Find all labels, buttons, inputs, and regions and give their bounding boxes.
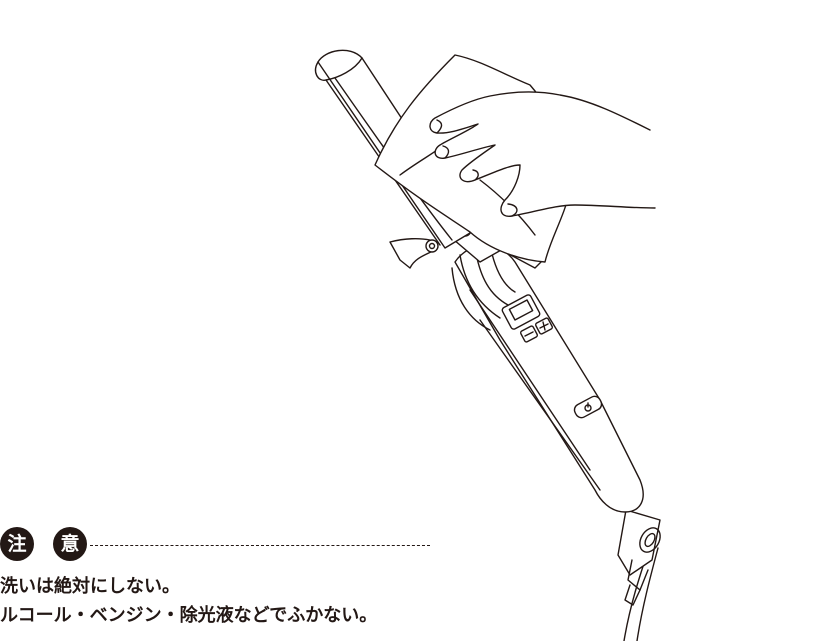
caution-badge-1: 注 — [0, 527, 34, 561]
caution-badge-2: 意 — [53, 527, 87, 561]
hand — [429, 91, 656, 217]
display-panel — [501, 294, 541, 330]
caution-header: 注 意 — [0, 527, 440, 567]
dashed-divider — [90, 545, 430, 546]
strain-relief — [617, 509, 661, 576]
handle — [454, 244, 644, 513]
caution-line-2: ルコール・ベンジン・除光液などでふかない。 — [0, 605, 378, 626]
caution-line-1: 洗いは絶対にしない。 — [0, 576, 180, 597]
